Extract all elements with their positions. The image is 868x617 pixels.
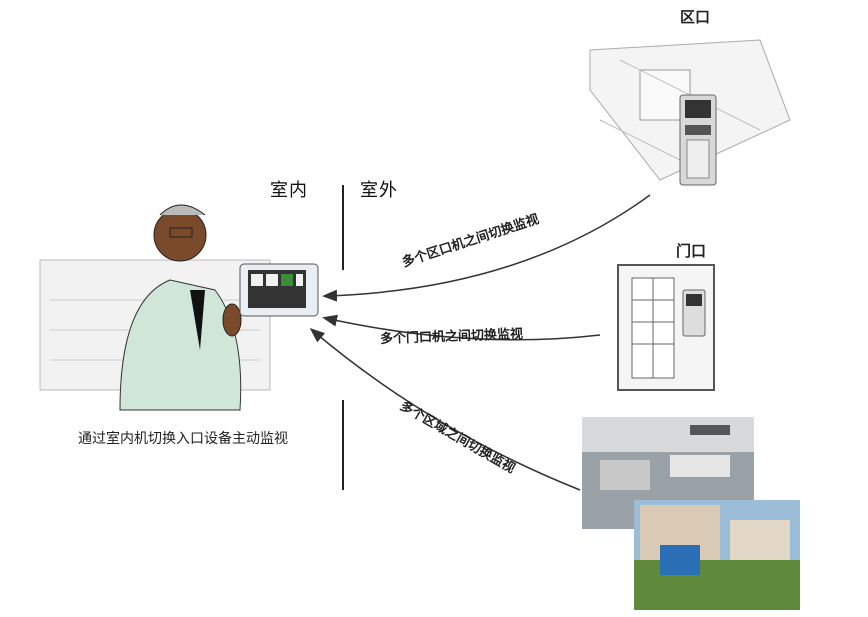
residential-district-illustration — [589, 39, 791, 186]
door-label: 门口 — [676, 242, 707, 260]
district-gate-label: 区口 — [680, 8, 711, 26]
arrow-area — [309, 328, 581, 491]
surveillance-camera-photos — [582, 417, 800, 610]
man-using-monitor-illustration — [39, 204, 271, 411]
outdoor-label: 室外 — [360, 180, 398, 201]
caption: 通过室内机切换入口设备主动监视 — [78, 431, 288, 447]
indoor-monitor-icon — [239, 263, 319, 317]
arrow-district — [322, 194, 651, 302]
indoor-label: 室内 — [270, 180, 308, 201]
door-with-intercom-illustration — [617, 264, 715, 391]
arrow-door — [322, 314, 601, 341]
